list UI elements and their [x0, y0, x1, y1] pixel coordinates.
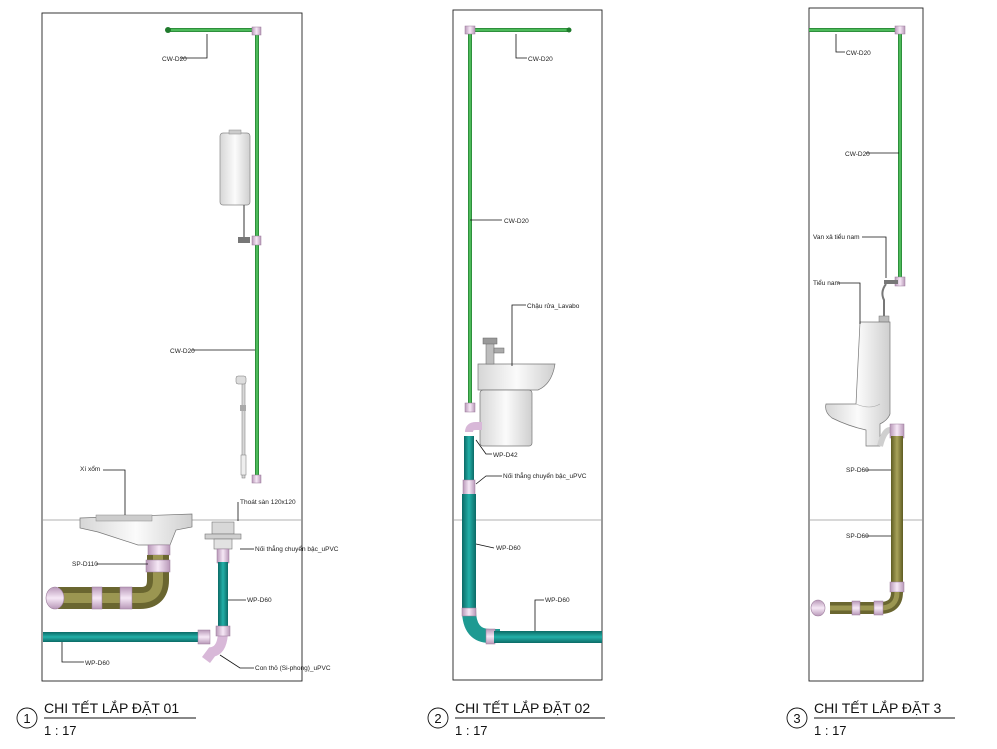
detail-1-cw-label-1: CW-D20: [162, 56, 187, 63]
detail-2-number: 2: [434, 711, 441, 726]
detail-2-reducer-label: Nối thẳng chuyển bậc_uPVC: [503, 471, 587, 480]
detail-3-scale: 1 : 17: [814, 723, 847, 738]
detail-1-title: CHI TẾT LẮP ĐẶT 01: [44, 699, 179, 716]
detail-1-cold-water-pipe: [165, 26, 262, 484]
detail-2-title: CHI TẾT LẮP ĐẶT 02: [455, 699, 590, 716]
detail-3-sp-label-1: SP-D60: [846, 467, 869, 474]
detail-2-cw-label-2: CW-D20: [504, 218, 529, 225]
detail-1-title-block: 1 CHI TẾT LẮP ĐẶT 01 1 : 17: [16, 699, 196, 738]
detail-2-wp42-label: WP-D42: [493, 452, 518, 459]
detail-2-wp-vertical-label: WP-D60: [496, 545, 521, 552]
detail-3-title-block: 3 CHI TẾT LẮP ĐẶT 3 1 : 17: [786, 699, 955, 738]
detail-1-reducer-label: Nối thẳng chuyển bậc_uPVC: [255, 544, 339, 553]
detail-1-number-circle: [16, 707, 38, 729]
detail-3-cold-water-pipe: [809, 25, 906, 287]
detail-1-scale: 1 : 17: [44, 723, 77, 738]
detail-1-wp-horizontal-label: WP-D60: [85, 660, 110, 667]
detail-3-cw-label-2: CW-D20: [845, 151, 870, 158]
detail-3-frame: [808, 7, 924, 682]
detail-2-wp-horizontal-label: WP-D60: [545, 597, 570, 604]
detail-3-sp-label-2: SP-D60: [846, 533, 869, 540]
detail-3-number-circle: [786, 707, 808, 729]
detail-2-leaders: [470, 34, 544, 631]
detail-1-leaders: [61, 34, 255, 669]
detail-3-cw-label-1: CW-D20: [846, 50, 871, 57]
detail-1-waste-pipe: [43, 562, 231, 663]
detail-3: CW-D20 CW-D20 Van xả tiểu nam Tiểu nam S…: [786, 7, 955, 738]
detail-2-frame: [452, 9, 603, 681]
detail-1-frame: [41, 12, 303, 682]
detail-2-fixture-label: Chậu rửa_Lavabo: [527, 302, 580, 310]
detail-1-squat-toilet: [79, 513, 193, 556]
detail-2-cw-label-1: CW-D20: [528, 56, 553, 63]
detail-1-fixture-label: Xí xổm: [80, 465, 100, 473]
detail-3-valve-label: Van xả tiểu nam: [813, 233, 860, 241]
detail-2-number-circle: [427, 707, 449, 729]
detail-3-fixture-label: Tiểu nam: [813, 279, 840, 287]
detail-1-soil-pipe: [45, 555, 171, 610]
detail-3-urinal: [825, 283, 891, 447]
detail-1-hand-shower: [235, 375, 247, 479]
detail-2-cold-water-pipe: [464, 25, 572, 413]
detail-2-lavabo: [477, 337, 556, 447]
detail-1-number: 1: [23, 711, 30, 726]
detail-2-waste-pipe: [461, 422, 602, 645]
detail-2-title-block: 2 CHI TẾT LẮP ĐẶT 02 1 : 17: [427, 699, 605, 738]
detail-2-scale: 1 : 17: [455, 723, 488, 738]
detail-3-number: 3: [793, 711, 800, 726]
detail-1-floor-drain: [204, 521, 242, 564]
detail-1-sp-label: SP-D110: [72, 561, 98, 568]
detail-1-drain-label: Thoát sàn 120x120: [240, 499, 296, 506]
detail-3-soil-pipe: [810, 423, 905, 617]
detail-1-wp-vertical-label: WP-D60: [247, 597, 272, 604]
detail-2: CW-D20 CW-D20 Chậu rửa_Lavabo WP-D42 Nối…: [427, 9, 605, 738]
detail-1: CW-D20 CW-D20 Xí xổm Thoát sàn 120x120 N…: [16, 12, 339, 738]
detail-1-flush-tank: [219, 129, 251, 243]
detail-1-cw-label-2: CW-D20: [170, 348, 195, 355]
detail-3-leaders: [835, 34, 899, 537]
detail-3-title: CHI TẾT LẮP ĐẶT 3: [814, 699, 942, 716]
detail-1-trap-label: Con thỏ (Si-phong)_uPVC: [255, 664, 331, 672]
